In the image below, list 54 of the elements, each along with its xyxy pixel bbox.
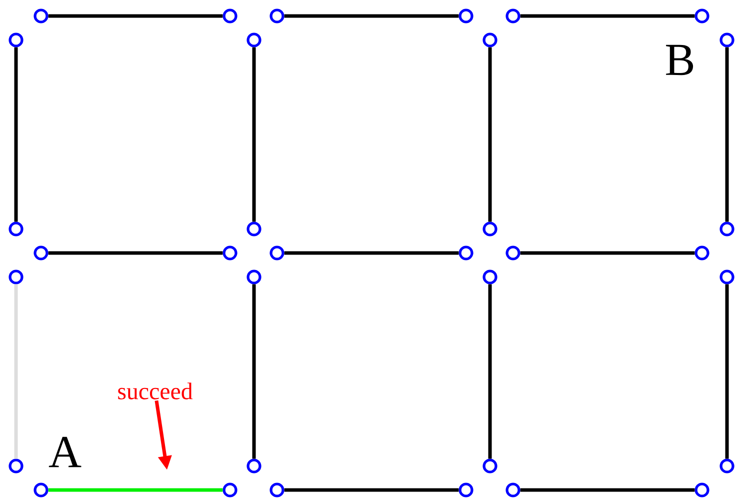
endpoint-circle [270,482,284,498]
endpoint-circle [482,32,498,48]
endpoint-circle [482,458,498,474]
grid-line [284,251,459,255]
endpoint-circle [720,458,734,474]
endpoint-circle [506,8,520,24]
endpoint-circle [458,8,474,24]
endpoint-circle [222,8,238,24]
endpoint-circle [222,246,238,260]
endpoint-circle [8,32,24,48]
endpoint-circle [720,222,734,236]
grid-line [488,47,492,222]
grid-line [284,14,459,18]
grid-line [252,284,256,459]
endpoint-circle [34,8,48,24]
endpoint-circle [506,482,520,498]
endpoint-circle [482,270,498,284]
grid-line [48,251,223,255]
grid-line [520,251,695,255]
annotation-label: succeed [118,382,193,400]
endpoint-circle [246,270,262,284]
endpoint-circle [246,32,262,48]
grid-line [520,488,695,492]
grid-line [725,47,729,222]
endpoint-circle [8,222,24,236]
endpoint-circle [34,246,48,260]
endpoint-circle [458,246,474,260]
endpoint-circle [222,482,238,498]
endpoint-circle [694,246,710,260]
grid-line [488,284,492,459]
point-label: B [666,44,694,76]
endpoint-circle [34,482,48,498]
endpoint-circle [8,270,24,284]
grid-line [14,47,18,222]
endpoint-circle [270,8,284,24]
grid-line [520,14,695,18]
grid-line [48,14,223,18]
endpoint-circle [458,482,474,498]
endpoint-circle [694,8,710,24]
point-label: A [48,436,82,468]
endpoint-circle [720,270,734,284]
endpoint-circle [482,222,498,236]
grid-line [252,47,256,222]
grid-line [284,488,459,492]
endpoint-circle [246,458,262,474]
endpoint-circle [270,246,284,260]
grid-line [48,488,223,492]
endpoint-circle [506,246,520,260]
grid-line [725,284,729,459]
grid-line [14,284,18,459]
endpoint-circle [720,32,734,48]
endpoint-circle [246,222,262,236]
endpoint-circle [694,482,710,498]
endpoint-circle [8,458,24,474]
